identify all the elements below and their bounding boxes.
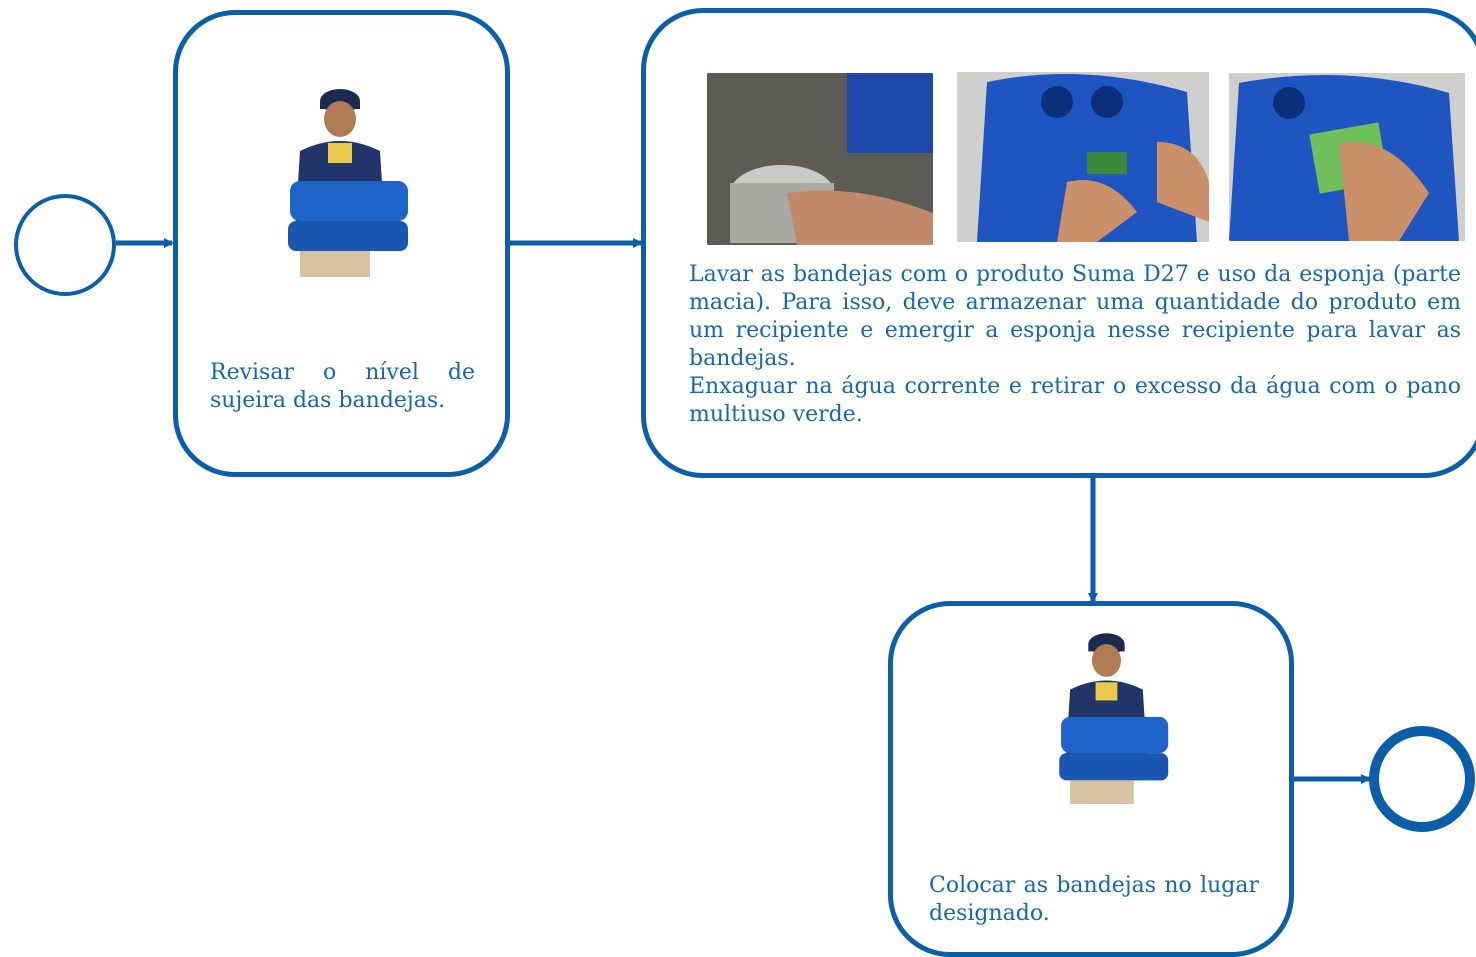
step-3-box: Colocar as bandejas no lugar designado. [888,601,1294,957]
start-event [14,194,116,296]
step-2-box: Lavar as bandejas com o produto Suma D27… [641,8,1476,478]
step-2-text-rinse: Enxaguar na água corrente e retirar o ex… [689,374,1461,427]
step-2-text: Lavar as bandejas com o produto Suma D27… [689,261,1461,429]
step-1-box: Revisar o nível de sujeira das bandejas. [173,10,510,477]
step-1-text: Revisar o nível de sujeira das bandejas. [210,360,475,413]
washing-pot-photo [707,73,933,245]
person-carrying-trays-image [1059,633,1169,804]
step-3-text: Colocar as bandejas no lugar designado. [929,873,1259,926]
sponge-on-tray-photo [957,72,1209,242]
step-2-text-wash: Lavar as bandejas com o produto Suma D27… [689,262,1461,371]
person-carrying-trays-image [288,89,408,277]
end-event [1369,726,1475,832]
green-cloth-on-tray-photo [1229,73,1465,241]
